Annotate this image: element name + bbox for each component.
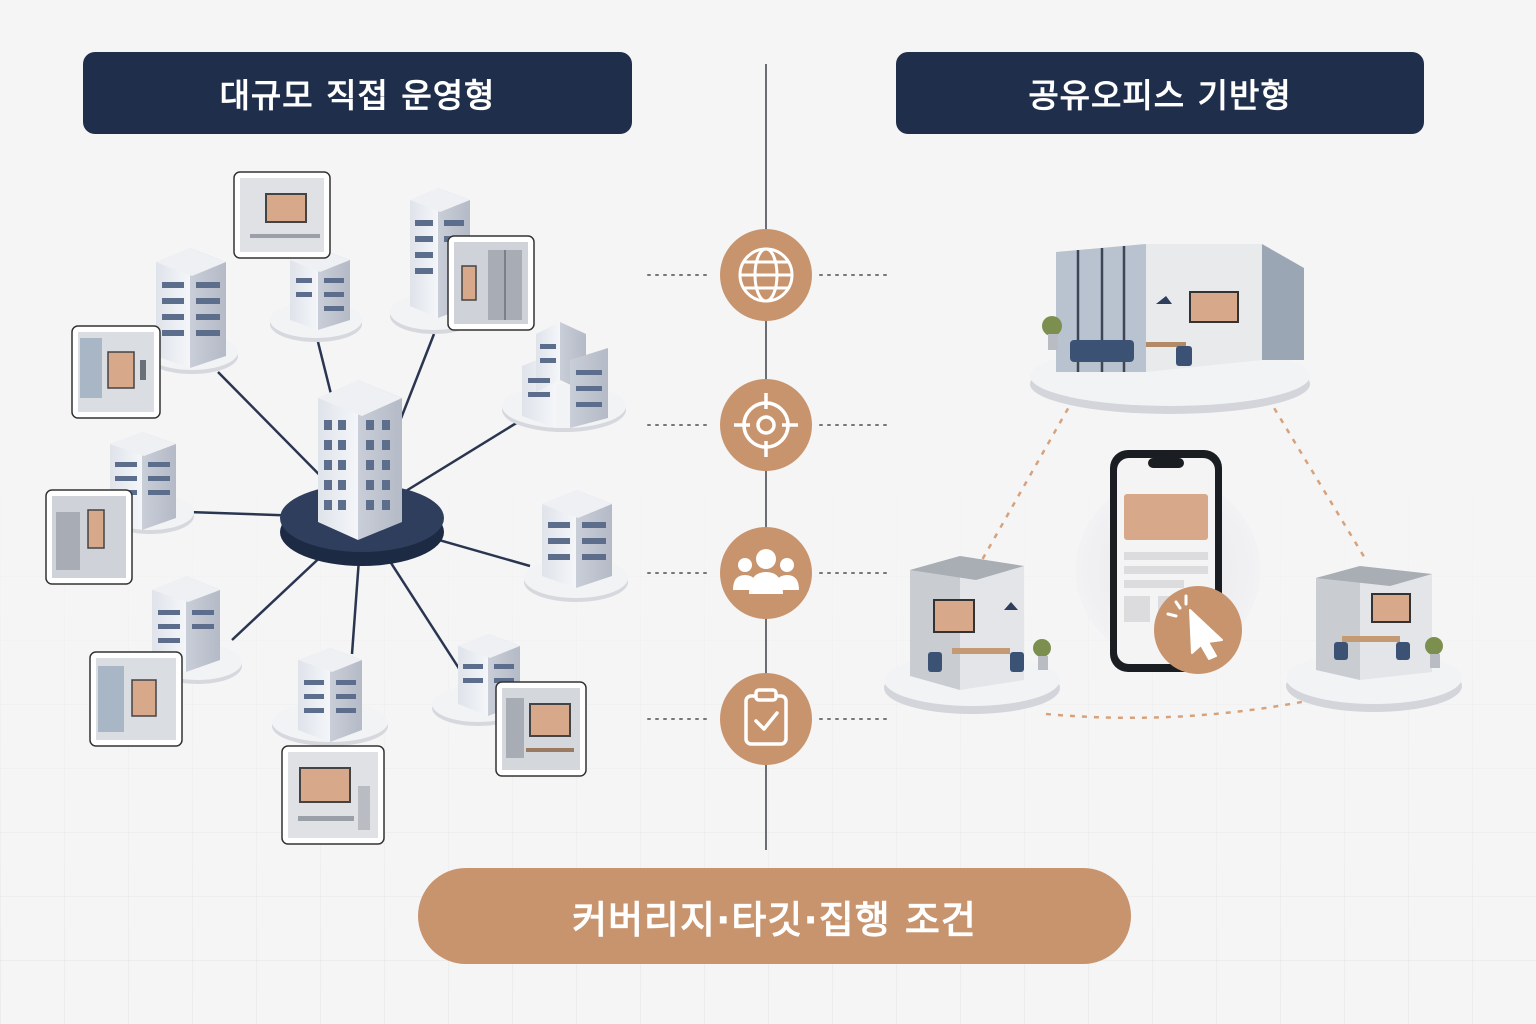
meeting-booth-right <box>1286 566 1462 712</box>
globe-icon <box>720 229 812 321</box>
target-icon <box>720 379 812 471</box>
tap-cursor-icon <box>1154 586 1242 674</box>
shared-office-dashed-links <box>980 397 1368 720</box>
people-group-icon <box>720 527 812 619</box>
screen-thumbnail-1 <box>233 171 331 259</box>
satellite-building-6 <box>524 490 628 602</box>
satellite-building-4 <box>502 322 626 432</box>
criteria-dotted-lines <box>647 274 887 720</box>
footer-criteria-label: 커버리지·타깃·집행 조건 <box>418 868 1131 964</box>
header-direct-operation: 대규모 직접 운영형 <box>83 52 632 134</box>
central-building <box>318 380 402 540</box>
satellite-building-1 <box>146 248 238 374</box>
header-shared-office: 공유오피스 기반형 <box>896 52 1424 134</box>
clipboard-check-icon <box>720 673 812 765</box>
screen-thumbnail-3 <box>71 325 161 419</box>
screen-thumbnail-6 <box>281 745 385 845</box>
screen-thumbnail-2 <box>447 235 535 331</box>
meeting-booth-left <box>884 556 1060 714</box>
satellite-building-8 <box>272 648 388 746</box>
screen-thumbnail-7 <box>495 681 587 777</box>
main-office-room <box>1030 244 1310 414</box>
screen-thumbnail-5 <box>89 651 183 747</box>
satellite-building-2 <box>270 248 362 342</box>
screen-thumbnail-4 <box>45 489 133 585</box>
